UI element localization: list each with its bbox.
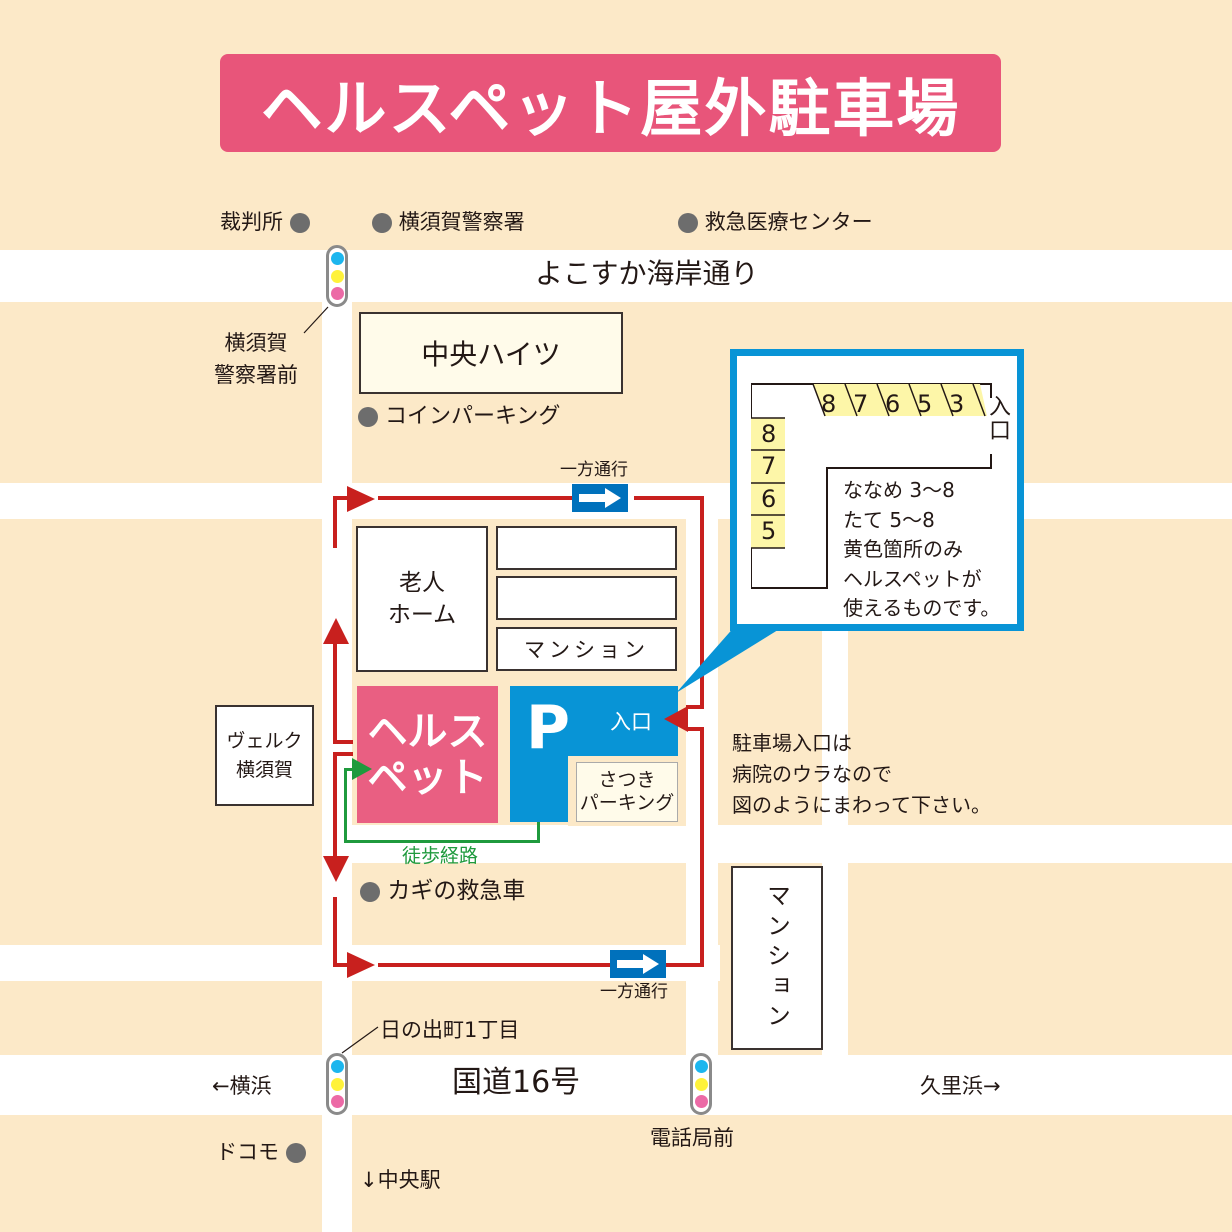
route-line: [333, 496, 353, 500]
vertical-slot: 6: [761, 485, 777, 513]
building-mansion-small: マンション: [496, 627, 677, 671]
route-line: [333, 897, 337, 967]
route-arrow-right-icon: [347, 952, 375, 978]
walk-route-line: [344, 840, 540, 843]
callout-text: ななめ 3〜8 たて 5〜8 黄色箇所のみ ヘルスペットが 使えるものです。: [843, 478, 1001, 621]
diagonal-slot: 6: [885, 390, 901, 418]
arrow-right-icon: [617, 954, 659, 974]
location-dot-icon: [360, 881, 380, 902]
signal-label-denwa: 電話局前: [650, 1126, 734, 1150]
walk-arrow-right-icon: [352, 758, 372, 780]
vertical-slot: 7: [761, 452, 777, 480]
callout-entrance: 入 口: [989, 395, 1012, 445]
road-national-16: [0, 1055, 1232, 1115]
walk-route-line: [344, 768, 356, 771]
diagonal-slot: 7: [853, 390, 869, 418]
route-line: [333, 640, 337, 744]
oneway-sign-top: [572, 484, 628, 512]
route-line: [378, 963, 610, 967]
diagonal-slot: 5: [917, 390, 933, 418]
route-line: [333, 752, 353, 756]
road-yokosuka-kaigan: [0, 250, 1232, 302]
direction-yokohama: ←横浜: [212, 1074, 272, 1098]
callout-pointer: [676, 625, 786, 693]
route-arrow-down-icon: [323, 856, 349, 882]
entrance-note: 駐車場入口は 病院のウラなので 図のようにまわって下さい。: [732, 731, 991, 817]
building-chuo-heights: 中央ハイツ: [359, 312, 623, 394]
road-label-top: よこすか海岸通り: [535, 257, 759, 290]
traffic-signal-icon: [326, 245, 348, 307]
diagonal-slot: 8: [821, 390, 837, 418]
direction-chuo-station: ↓中央駅: [360, 1168, 441, 1192]
walk-route-label: 徒歩経路: [402, 845, 479, 867]
leader-line: [303, 306, 329, 334]
page-title: ヘルスペット屋外駐車場: [260, 72, 961, 145]
landmark-emergency: 救急医療センター: [678, 212, 873, 233]
arrow-right-icon: [579, 488, 621, 508]
route-line: [333, 496, 337, 548]
landmark-court: 裁判所: [220, 212, 310, 233]
location-dot-icon: [358, 407, 378, 427]
location-dot-icon: [289, 213, 310, 233]
route-line: [700, 727, 704, 967]
route-line: [634, 496, 704, 500]
leader-line: [341, 1026, 379, 1054]
building-blank-1: [496, 526, 677, 570]
vertical-slot: 8: [761, 420, 777, 448]
building-nursing-home: 老人 ホーム: [356, 526, 488, 672]
route-arrow-up-icon: [323, 618, 349, 644]
oneway-label-top: 一方通行: [560, 460, 628, 480]
landmark-police: 横須賀警察署: [372, 212, 525, 233]
landmark-coin-parking: コインパーキング: [358, 406, 560, 428]
parking-callout: 8 7 6 5 3 8 7 6 5 入 口 ななめ 3〜8 たて 5〜8 黄色箇…: [730, 349, 1024, 631]
signal-label-hinode: 日の出町1丁目: [380, 1018, 520, 1042]
route-line: [686, 705, 704, 709]
route-line: [700, 496, 704, 708]
location-dot-icon: [285, 1143, 306, 1163]
route-arrow-left-icon: [664, 706, 688, 732]
building-velk-yokosuka: ヴェルク 横須賀: [215, 705, 314, 806]
walk-route-line: [537, 822, 540, 843]
parking-letter: P: [526, 693, 570, 763]
walk-route-line: [344, 768, 347, 843]
traffic-signal-icon: [690, 1053, 712, 1115]
landmark-key-service: カギの救急車: [360, 880, 525, 903]
building-healthpet: ヘルス ペット: [357, 686, 498, 823]
oneway-sign-bottom: [610, 950, 666, 978]
building-satsuki-parking: さつき パーキング: [576, 762, 678, 822]
route-line: [666, 963, 704, 967]
location-dot-icon: [372, 213, 392, 233]
road-block-gap: [352, 825, 686, 863]
parking-entrance-label: 入口: [610, 710, 652, 734]
building-mansion-tall: マンション: [731, 866, 823, 1050]
title-banner: ヘルスペット屋外駐車場: [220, 54, 1001, 152]
route-arrow-right-icon: [347, 486, 375, 512]
traffic-signal-icon: [326, 1053, 348, 1115]
direction-kurihama: 久里浜→: [920, 1074, 1001, 1098]
location-dot-icon: [678, 213, 698, 233]
route-line: [333, 963, 353, 967]
parking-layout-diagram: [751, 383, 996, 589]
diagonal-slot: 3: [949, 390, 965, 418]
route-line: [333, 740, 353, 744]
route-line: [378, 496, 572, 500]
route-line: [686, 727, 704, 731]
landmark-docomo: ドコモ: [216, 1142, 306, 1163]
route-line: [333, 752, 337, 860]
building-blank-2: [496, 576, 677, 620]
oneway-label-bottom: 一方通行: [600, 982, 668, 1002]
signal-label-police-front: 横須賀 警察署前: [214, 331, 298, 387]
vertical-slot: 5: [761, 517, 777, 545]
road-label-bottom: 国道16号: [452, 1065, 581, 1100]
